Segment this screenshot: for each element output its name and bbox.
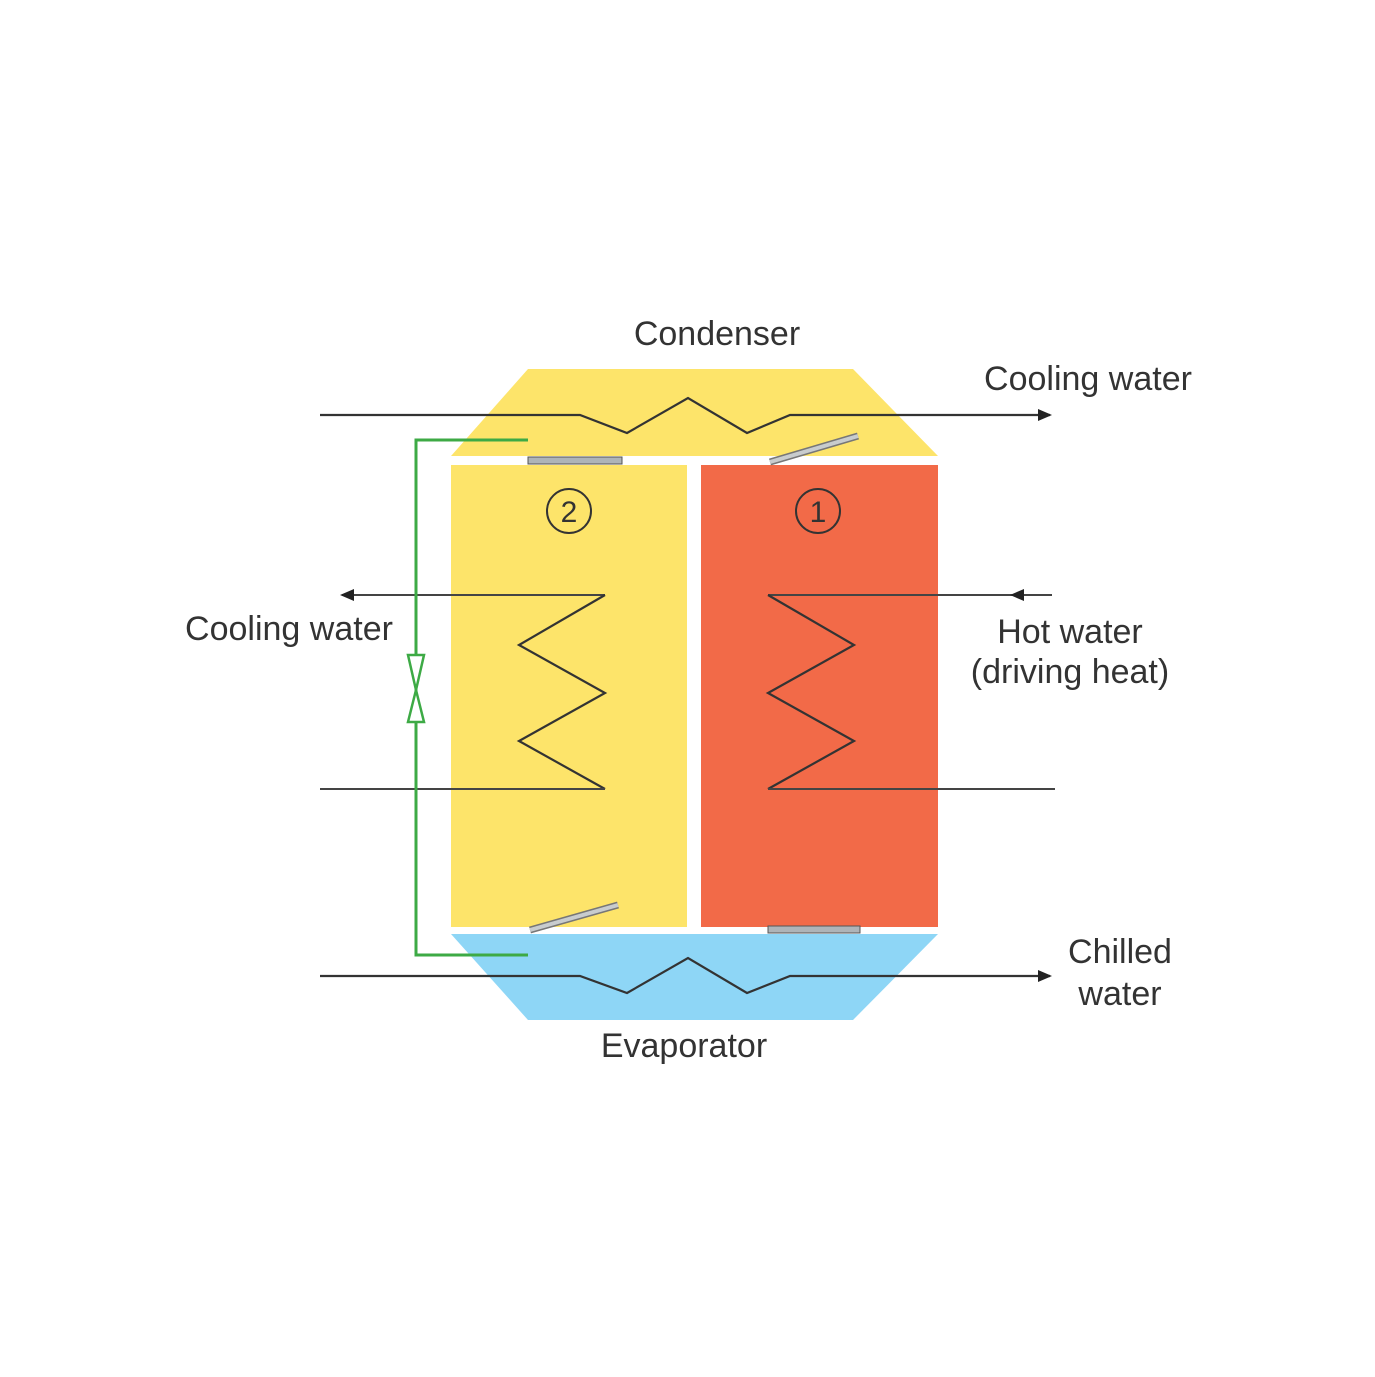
bed-1-desorber	[701, 465, 938, 927]
evaporator-chilled-water-pipe	[320, 956, 1052, 995]
hot-water-label-line2: (driving heat)	[971, 653, 1169, 691]
valve-bed1-top-open-inner	[769, 434, 859, 464]
valve-bed2-top-closed	[527, 456, 623, 465]
cooling-water-left-label: Cooling water	[185, 610, 393, 648]
bed1-heat-exchanger-coil	[765, 594, 857, 790]
condenser-vessel	[451, 369, 938, 456]
evaporator-vessel	[451, 934, 938, 1020]
hot-water-label-line1: Hot water	[997, 613, 1143, 651]
bed-2-number: 2	[561, 496, 578, 529]
evaporator-label: Evaporator	[601, 1027, 767, 1065]
bed2-heat-exchanger-coil	[516, 594, 608, 790]
bed-1-number-circle	[795, 488, 841, 534]
condenser-cooling-water-pipe	[320, 396, 1052, 435]
condenser-label: Condenser	[634, 315, 800, 353]
bed-1-number: 1	[810, 496, 827, 529]
bed-2-adsorber	[451, 465, 687, 927]
valve-bed2-bottom-open-inner	[529, 903, 619, 932]
expansion-valve-icon	[406, 653, 426, 724]
cooling-water-top-label: Cooling water	[984, 360, 1192, 398]
chilled-water-label-line2: water	[1077, 975, 1161, 1013]
bed-2-number-circle	[546, 488, 592, 534]
valve-bed1-bottom-closed	[767, 925, 861, 934]
chilled-water-label-line1: Chilled	[1068, 933, 1172, 971]
